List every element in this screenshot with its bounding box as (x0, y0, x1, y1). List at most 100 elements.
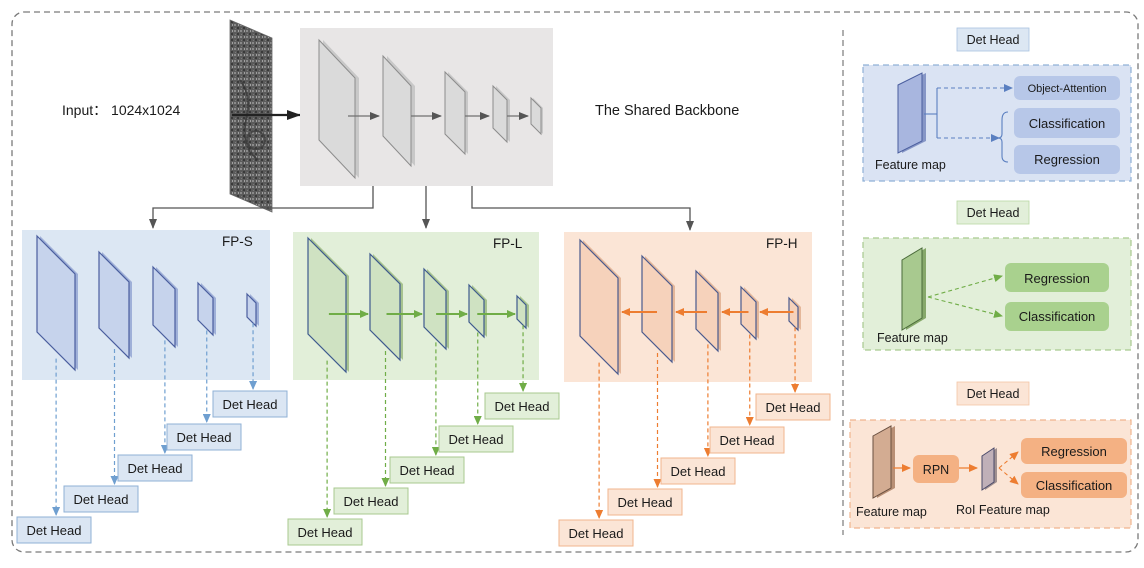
feature-map-plate (901, 247, 926, 331)
backbone-layer (382, 54, 415, 168)
det-head-box (16, 516, 92, 544)
det-head-label: Det Head (223, 397, 278, 412)
legend-output: Regression (1041, 444, 1107, 459)
det-head-label: Det Head (495, 399, 550, 414)
legend-output-box (1005, 302, 1109, 331)
det-head-label: Det Head (671, 464, 726, 479)
legend-output: Regression (1024, 271, 1090, 286)
det-head-label: Det Head (74, 492, 129, 507)
legend-title-box (956, 381, 1030, 406)
feature-map-plate (897, 72, 926, 154)
rpn-box (913, 455, 959, 483)
legend-title: Det Head (967, 206, 1020, 220)
fp-s-feature-layer (152, 265, 178, 349)
layer-face (788, 296, 799, 332)
legend-output-box (1014, 76, 1120, 100)
fp-l-label: FP-L (493, 236, 523, 251)
layer-face (197, 281, 214, 337)
fp-h-label: FP-H (766, 236, 798, 251)
backbone-layer (318, 38, 359, 180)
det-head-box (333, 487, 409, 515)
det-head-box (558, 519, 634, 547)
fp-l-feature-layer (516, 294, 529, 330)
backbone-layers (318, 38, 543, 180)
det-head-label: Det Head (344, 494, 399, 509)
fp-h-feature-layer (788, 296, 801, 332)
legend-output: Classification (1019, 309, 1096, 324)
det-head-box (63, 485, 139, 513)
det-head-label: Det Head (449, 432, 504, 447)
layer-face (152, 265, 176, 349)
det-head-box (607, 488, 683, 516)
det-head-box (709, 426, 785, 454)
det-head-label: Det Head (298, 525, 353, 540)
legend-output-box (1005, 263, 1109, 292)
det-head-label: Det Head (766, 400, 821, 415)
fp-s-feature-layer (98, 250, 132, 360)
legend-feature-label: Feature map (877, 331, 948, 345)
det-head-box (212, 390, 288, 418)
det-head-label: Det Head (128, 461, 183, 476)
layer-face (246, 292, 257, 328)
layer-face (468, 283, 485, 339)
layer-face (36, 234, 76, 372)
det-head-box (389, 456, 465, 484)
legend-green: Det Head Feature map Regression Classifi… (862, 200, 1132, 351)
legend-blue: Det Head Feature map Object-Attention Cl… (862, 27, 1132, 182)
legend-output-box (1021, 472, 1127, 498)
layer-face (369, 252, 401, 362)
layer-face (423, 267, 447, 351)
roi-plate (981, 447, 997, 491)
legend-output: Classification (1029, 116, 1106, 131)
backbone-layer (530, 96, 543, 136)
layer-face (516, 294, 527, 330)
outer-frame (11, 11, 1139, 553)
fp-h-layers (579, 238, 801, 376)
backbone-label: The Shared Backbone (595, 103, 739, 119)
backbone-layer (444, 70, 468, 156)
pyramid-layers (36, 234, 801, 376)
legend-orange: Det Head Feature map RPN RoI Feature map… (849, 381, 1132, 529)
fp-h-feature-layer (641, 254, 675, 364)
legend-title: Det Head (967, 33, 1020, 47)
det-head-label: Det Head (177, 430, 232, 445)
backbone-layer (492, 84, 510, 144)
det-head-box (755, 393, 831, 421)
backbone-connectors (149, 186, 694, 231)
det-head-label: Det Head (569, 526, 624, 541)
fp-l-layers (307, 236, 529, 374)
fp-l-feature-layer (369, 252, 403, 362)
det-head-box (484, 392, 560, 420)
legend-feature-label: Feature map (875, 158, 946, 172)
legend-title-box (956, 27, 1030, 52)
fp-s-feature-layer (197, 281, 216, 337)
fp-l-feature-layer (423, 267, 449, 351)
legend-title: Det Head (967, 387, 1020, 401)
layer-face (641, 254, 673, 364)
fp-h-feature-layer (579, 238, 621, 376)
legend-output-box (1014, 108, 1120, 138)
fp-s-label: FP-S (222, 234, 253, 249)
fp-s-feature-layer (36, 234, 78, 372)
fp-s-layers (36, 234, 259, 372)
legend-output-box (1014, 145, 1120, 174)
det-head-label: Det Head (27, 523, 82, 538)
det-head-label: Det Head (720, 433, 775, 448)
det-head-box (166, 423, 242, 451)
input-label: Input： 1024x1024 (62, 102, 181, 118)
feature-map-plate (872, 425, 895, 499)
det-head-label: Det Head (400, 463, 455, 478)
legend-output: Object-Attention (1028, 83, 1107, 95)
det-head-box (287, 518, 363, 546)
legend-feature-label: Feature map (856, 505, 927, 519)
layer-face (98, 250, 130, 360)
roi-label: RoI Feature map (956, 503, 1050, 517)
layer-face (579, 238, 619, 376)
det-head-label: Det Head (618, 495, 673, 510)
legend-title-box (956, 200, 1030, 225)
fp-l-feature-layer (307, 236, 349, 374)
